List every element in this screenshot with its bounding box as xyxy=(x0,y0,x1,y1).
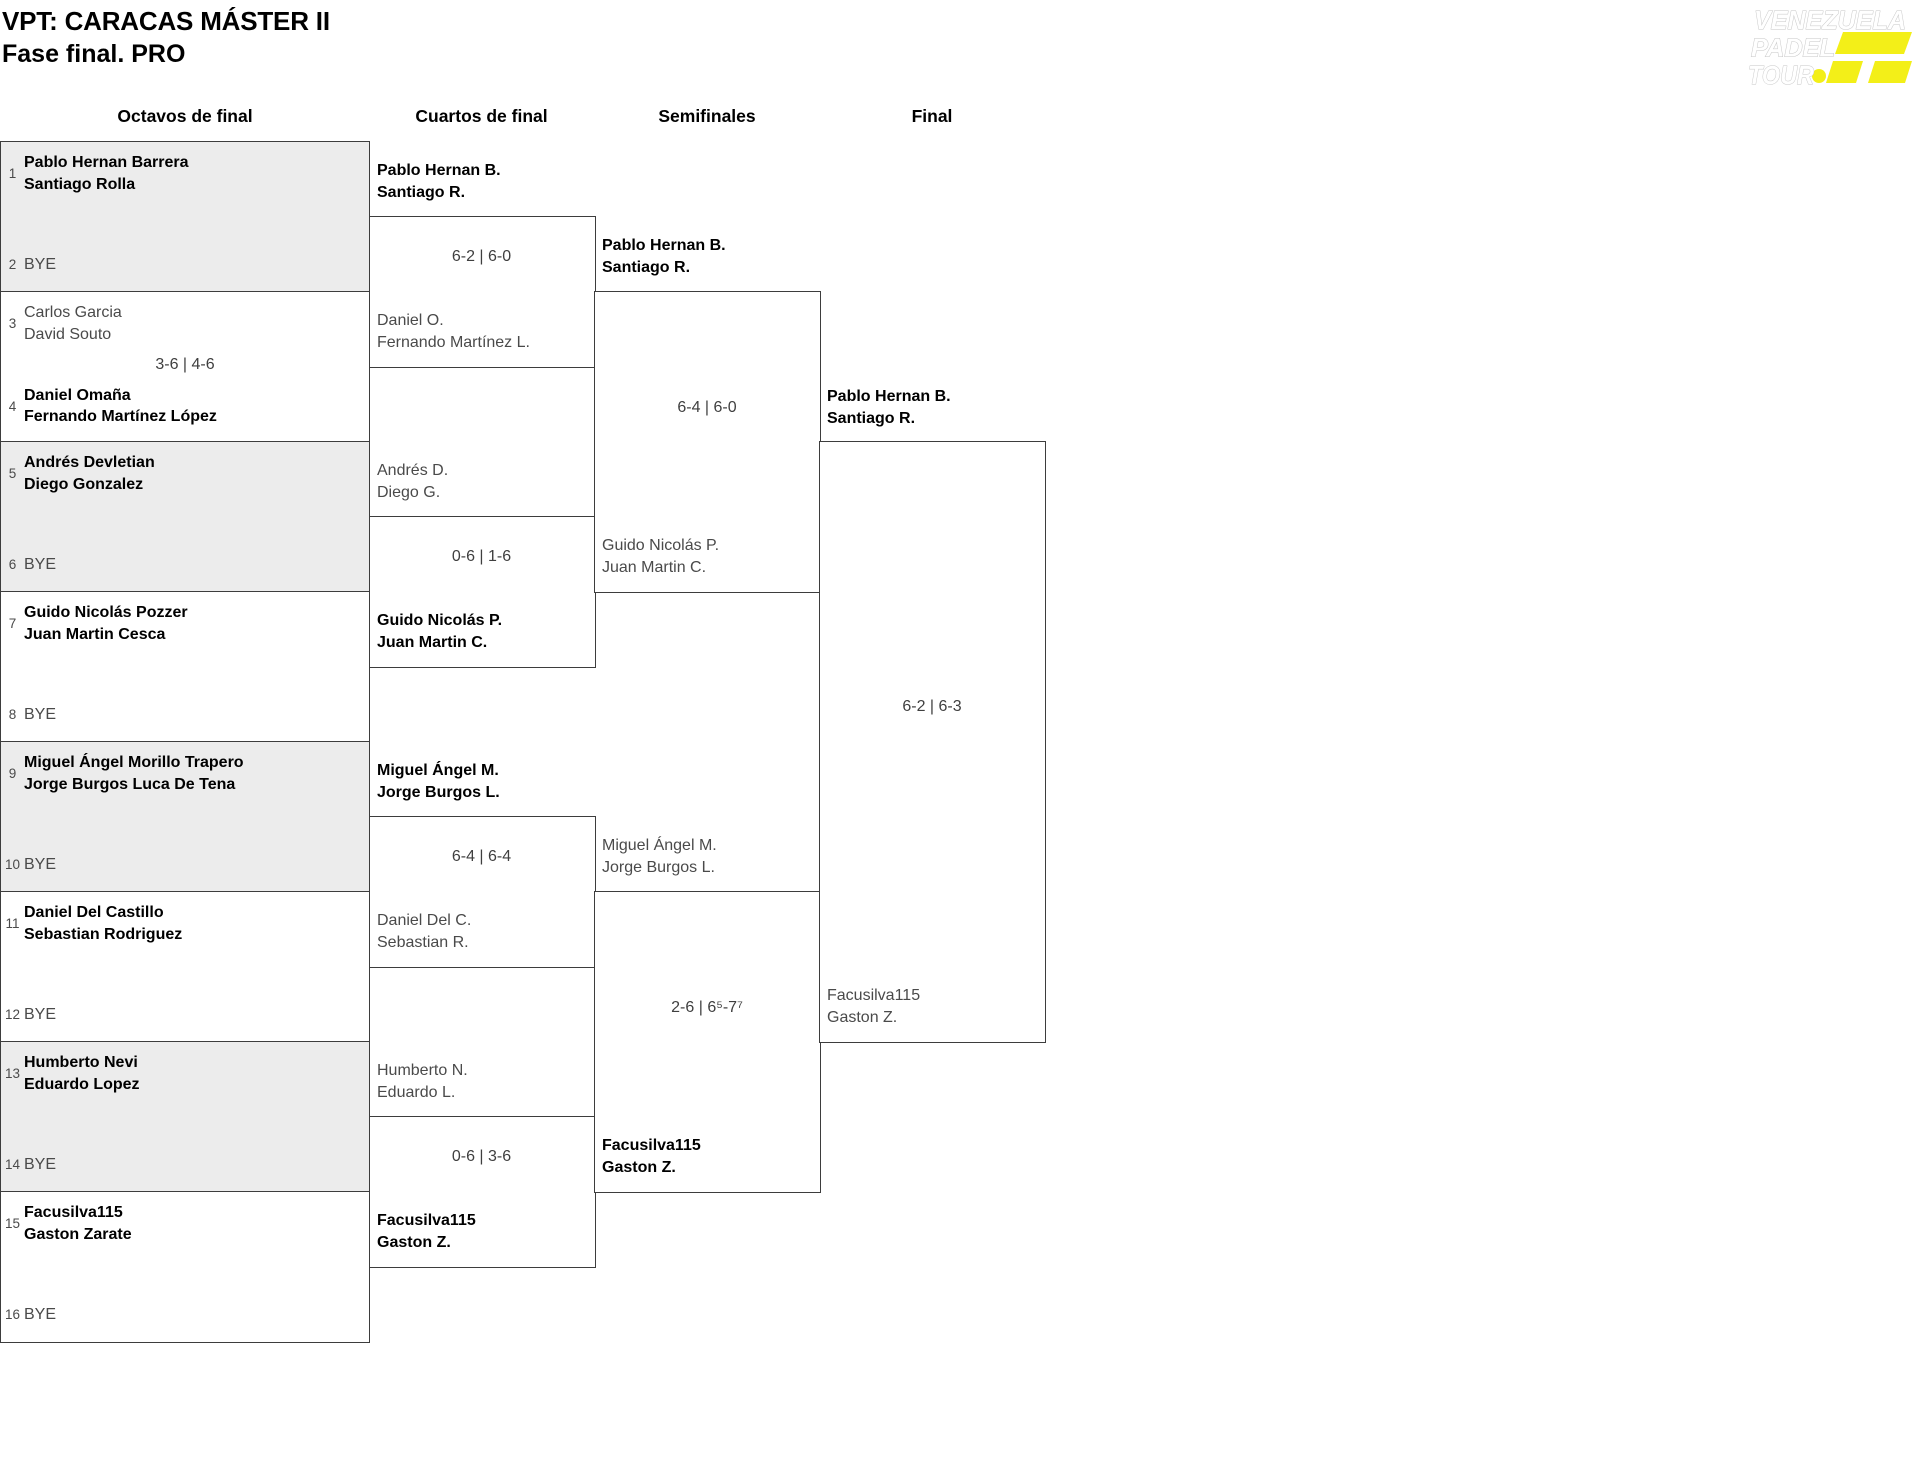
qf1-score: 6-2 | 6-0 xyxy=(451,248,512,265)
seed-number: 13 xyxy=(4,1066,21,1081)
team-entry: 8 BYE xyxy=(4,704,365,726)
logo-word-venezuela: VENEZUELA xyxy=(1754,5,1906,35)
seed-number: 15 xyxy=(4,1216,21,1231)
seed-number: 14 xyxy=(4,1157,21,1173)
sf1-team1: Pablo Hernan B.Santiago R. xyxy=(602,237,726,276)
sf-match-1 xyxy=(594,291,821,593)
qf2-score: 0-6 | 1-6 xyxy=(451,548,512,565)
round-header-octavos: Octavos de final xyxy=(117,106,253,126)
logo-bar-bottom-left xyxy=(1826,61,1863,83)
qf3-team1: Miguel Ángel M.Jorge Burgos L. xyxy=(377,762,500,801)
qf1-team1: Pablo Hernan B.Santiago R. xyxy=(377,162,501,201)
seed-number: 1 xyxy=(8,166,17,181)
logo-word-tour: TOUR xyxy=(1748,60,1814,90)
seed-number: 9 xyxy=(8,766,17,781)
round-header-final: Final xyxy=(911,106,953,126)
final-team1: Pablo Hernan B.Santiago R. xyxy=(827,388,951,427)
qf1-team2: Daniel O.Fernando Martínez L. xyxy=(377,312,530,351)
qf3-score: 6-4 | 6-4 xyxy=(451,848,512,865)
team-entry: 2 BYE xyxy=(4,254,365,276)
sf2-team1: Miguel Ángel M.Jorge Burgos L. xyxy=(602,837,717,876)
stage-subtitle: Fase final. PRO xyxy=(2,40,186,68)
qf4-team1: Humberto N.Eduardo L. xyxy=(377,1062,468,1101)
seed-number: 4 xyxy=(8,398,17,414)
vpt-logo: VENEZUELA PADEL TOUR xyxy=(1748,5,1912,91)
team-entry: 14 BYE xyxy=(4,1154,365,1176)
qf4-score: 0-6 | 3-6 xyxy=(451,1148,512,1165)
sf1-team2: Guido Nicolás P.Juan Martin C. xyxy=(602,537,720,576)
final-score: 6-2 | 6-3 xyxy=(902,698,962,715)
final-match xyxy=(819,441,1046,1043)
team-entry: 16 BYE xyxy=(4,1304,365,1326)
seed-number: 2 xyxy=(8,257,17,273)
logo-dot xyxy=(1812,69,1826,83)
sf2-score: 2-6 | 6⁵-7⁷ xyxy=(671,999,743,1016)
seed-number: 16 xyxy=(4,1307,21,1323)
qf3-team2: Daniel Del C.Sebastian R. xyxy=(377,912,472,951)
seed-number: 7 xyxy=(8,616,17,631)
team-entry: 10 BYE xyxy=(4,854,365,876)
bye-label: BYE xyxy=(24,556,57,573)
logo-word-padel: PADEL xyxy=(1751,33,1835,63)
seed-number: 12 xyxy=(4,1007,21,1023)
sf-match-2 xyxy=(594,891,821,1193)
seed-number: 5 xyxy=(8,466,17,481)
round-header-cuartos: Cuartos de final xyxy=(415,106,548,126)
qf-match-1 xyxy=(368,216,596,368)
qf2-team1: Andrés D.Diego G. xyxy=(377,462,449,501)
bye-label: BYE xyxy=(24,1156,57,1173)
sf1-score: 6-4 | 6-0 xyxy=(677,399,737,416)
bye-label: BYE xyxy=(24,1306,57,1323)
seed-number: 11 xyxy=(5,916,20,931)
seed-number: 8 xyxy=(8,707,17,723)
tournament-title: VPT: CARACAS MÁSTER II xyxy=(2,6,330,36)
logo-bar-bottom-right xyxy=(1868,61,1912,83)
seed-number: 10 xyxy=(4,857,21,873)
logo-bar-top xyxy=(1835,32,1912,54)
bye-label: BYE xyxy=(24,706,57,723)
seed-number: 3 xyxy=(8,316,17,331)
qf2-team2: Guido Nicolás P.Juan Martin C. xyxy=(377,612,503,651)
qf-match-4 xyxy=(368,1116,596,1268)
round-header-semifinales: Semifinales xyxy=(658,106,756,126)
team-entry: 6 BYE xyxy=(4,554,365,576)
bye-label: BYE xyxy=(24,256,57,273)
bye-label: BYE xyxy=(24,1006,57,1023)
qf-match-2 xyxy=(368,516,596,668)
seed-number: 6 xyxy=(8,557,17,573)
qf-match-3 xyxy=(368,816,596,968)
team-entry: 12 BYE xyxy=(4,1004,365,1026)
bye-label: BYE xyxy=(24,856,57,873)
match-score: 3-6 | 4-6 xyxy=(155,356,215,373)
